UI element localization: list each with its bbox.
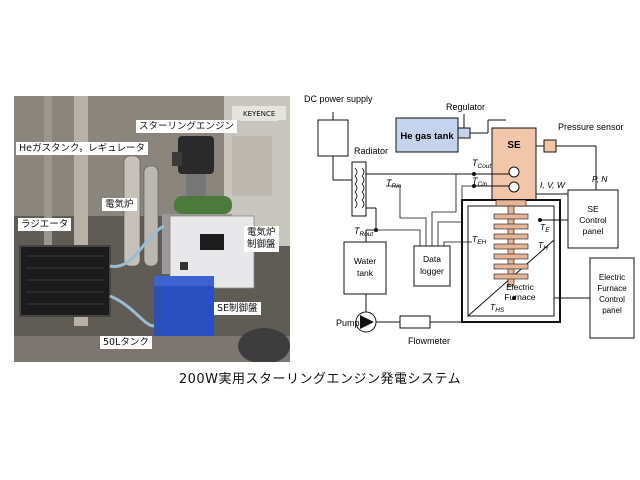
- label-keyence: KEYENCE: [240, 108, 279, 121]
- se-panel-line2: Control: [579, 215, 607, 225]
- data-logger-line2: logger: [420, 266, 444, 276]
- radiator-fins: [354, 167, 365, 209]
- label-he-tank-regulator: Heガスタンク，レギュレータ: [16, 142, 148, 155]
- t-h-main: T: [538, 240, 544, 250]
- efcp-line1: Electric: [599, 273, 625, 282]
- label-se-control-panel: SE制御盤: [214, 302, 261, 315]
- radiator-label: Radiator: [354, 146, 388, 156]
- pump-label: Pump: [336, 318, 360, 328]
- t-rin-sub: Rin: [392, 183, 402, 190]
- t-cin-main: T: [472, 176, 479, 186]
- efcp-line3: Control: [599, 295, 625, 304]
- efcp-box: [589, 257, 635, 339]
- t-eh-sub: EH: [477, 239, 486, 246]
- se-panel-line3: panel: [583, 226, 604, 236]
- system-diagram: DC power supply Regulator He gas tank SE…: [296, 90, 636, 362]
- efcp-line4: panel: [602, 306, 622, 315]
- se-port-lower: [508, 181, 520, 193]
- water-tank-line2: tank: [357, 268, 374, 278]
- electric-furnace-line2: Furnace: [504, 292, 535, 302]
- t-e-main: T: [540, 222, 546, 232]
- dc-power-label: DC power supply: [304, 94, 373, 104]
- se-port-upper: [508, 166, 520, 178]
- t-rin-label: TRin: [386, 178, 402, 190]
- water-tank-line1: Water: [354, 256, 377, 266]
- t-rin-main: T: [386, 178, 393, 188]
- t-hs-node: [512, 296, 516, 300]
- t-eh-main: T: [472, 234, 478, 244]
- flowmeter-box: [399, 315, 431, 329]
- t-h-label: TH: [538, 240, 548, 252]
- pressure-sensor-label: Pressure sensor: [558, 122, 624, 132]
- t-e-sub: E: [545, 227, 550, 234]
- t-cin-label: TCin: [472, 176, 488, 188]
- label-furnace-control-panel-line1: 電気炉: [247, 227, 276, 238]
- label-furnace-control-panel-line2: 制御盤: [247, 239, 276, 250]
- efcp-line2: Furnace: [597, 284, 627, 293]
- t-eh-label: TEH: [472, 234, 487, 246]
- t-cout-label: TCout: [472, 158, 492, 170]
- t-cin-sub: Cin: [478, 181, 488, 188]
- system-photo: スターリングエンジン Heガスタンク，レギュレータ 電気炉 ラジエータ 電気炉 …: [14, 96, 290, 362]
- t-e-label: TE: [540, 222, 550, 234]
- pressure-sensor-box: [543, 139, 557, 153]
- logger-wires: [376, 173, 474, 246]
- t-hs-main: T: [490, 302, 496, 312]
- label-furnace-control-panel: 電気炉 制御盤: [244, 226, 279, 252]
- se-panel-line1: SE: [587, 204, 599, 214]
- regulator-body: [457, 127, 471, 139]
- flowmeter-label: Flowmeter: [408, 336, 450, 346]
- electric-furnace-line1: Electric: [506, 282, 535, 292]
- t-hs-sub: HS: [495, 307, 505, 314]
- t-hs-label: THS: [490, 302, 505, 314]
- se-label: SE: [507, 140, 521, 151]
- t-cout-main: T: [472, 158, 479, 168]
- heater-fins: [493, 199, 529, 287]
- data-logger-line1: Data: [423, 254, 441, 264]
- pump-triangle: [360, 315, 374, 329]
- figure-caption: 200W実用スターリングエンジン発電システム: [178, 372, 462, 387]
- t-cout-sub: Cout: [478, 163, 493, 170]
- label-furnace: 電気炉: [102, 198, 137, 211]
- regulator-label: Regulator: [446, 102, 485, 112]
- label-radiator: ラジエータ: [18, 218, 72, 231]
- t-h-sub: H: [543, 245, 548, 252]
- he-tank-box: [395, 117, 459, 153]
- t-rout-label: TRout: [354, 226, 374, 238]
- he-tank-label: He gas tank: [400, 131, 454, 142]
- t-rout-sub: Rout: [360, 231, 375, 238]
- label-stirling-engine: スターリングエンジン: [136, 120, 238, 133]
- dc-power-box: [317, 119, 349, 157]
- ivw-label: I, V, W: [540, 180, 566, 190]
- diagram-svg: DC power supply Regulator He gas tank SE…: [304, 94, 635, 346]
- label-50l-tank: 50Lタンク: [100, 336, 152, 349]
- se-control-panel-box: [567, 189, 619, 249]
- t-rout-main: T: [354, 226, 361, 236]
- pn-label: P, N: [592, 174, 608, 184]
- water-tank-box: [343, 241, 387, 295]
